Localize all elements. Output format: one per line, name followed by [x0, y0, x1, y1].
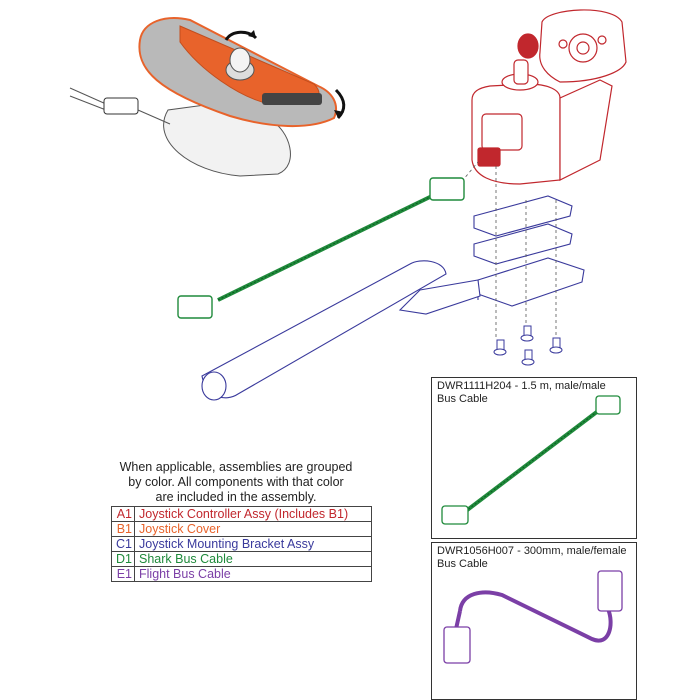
joystick-controller-illustration	[471, 9, 627, 185]
shark-bus-cable-illustration	[177, 177, 465, 319]
intro-line-2: by color. All components with that color	[128, 475, 344, 489]
intro-line-3: are included in the assembly.	[155, 490, 317, 504]
legend-label: Joystick Controller Assy (Includes B1)	[134, 506, 372, 522]
legend-code: C1	[111, 536, 135, 552]
legend-code: A1	[111, 506, 135, 522]
mounting-bracket-illustration	[201, 195, 585, 401]
assembly-guide-lines	[457, 161, 557, 340]
legend-code: B1	[111, 521, 135, 537]
shark-cable-part-number: DWR1111H204 - 1.5 m, male/male	[437, 380, 606, 392]
flight-cable-callout: DWR1056H007 - 300mm, male/female Bus Cab…	[431, 542, 637, 700]
legend-row: D1 Shark Bus Cable	[111, 551, 372, 567]
legend-label: Flight Bus Cable	[134, 566, 372, 582]
legend-label: Shark Bus Cable	[134, 551, 372, 567]
legend-row: C1 Joystick Mounting Bracket Assy	[111, 536, 372, 552]
intro-line-1: When applicable, assemblies are grouped	[119, 460, 353, 474]
legend-label: Joystick Cover	[134, 521, 372, 537]
legend-intro: When applicable, assemblies are grouped …	[104, 460, 368, 505]
legend-code: E1	[111, 566, 135, 582]
shark-cable-detail-illustration	[441, 395, 621, 525]
assembly-legend-table: A1 Joystick Controller Assy (Includes B1…	[111, 506, 372, 582]
flight-cable-name: Bus Cable	[437, 558, 488, 570]
legend-row: B1 Joystick Cover	[111, 521, 372, 537]
legend-label: Joystick Mounting Bracket Assy	[134, 536, 372, 552]
legend-row: A1 Joystick Controller Assy (Includes B1…	[111, 506, 372, 522]
shark-cable-name: Bus Cable	[437, 393, 488, 405]
legend-code: D1	[111, 551, 135, 567]
flight-cable-detail-illustration	[443, 570, 623, 664]
shark-cable-callout: DWR1111H204 - 1.5 m, male/male Bus Cable	[431, 377, 637, 539]
joystick-cover-illustration	[69, 17, 346, 177]
legend-row: E1 Flight Bus Cable	[111, 566, 372, 582]
flight-cable-part-number: DWR1056H007 - 300mm, male/female	[437, 545, 627, 557]
